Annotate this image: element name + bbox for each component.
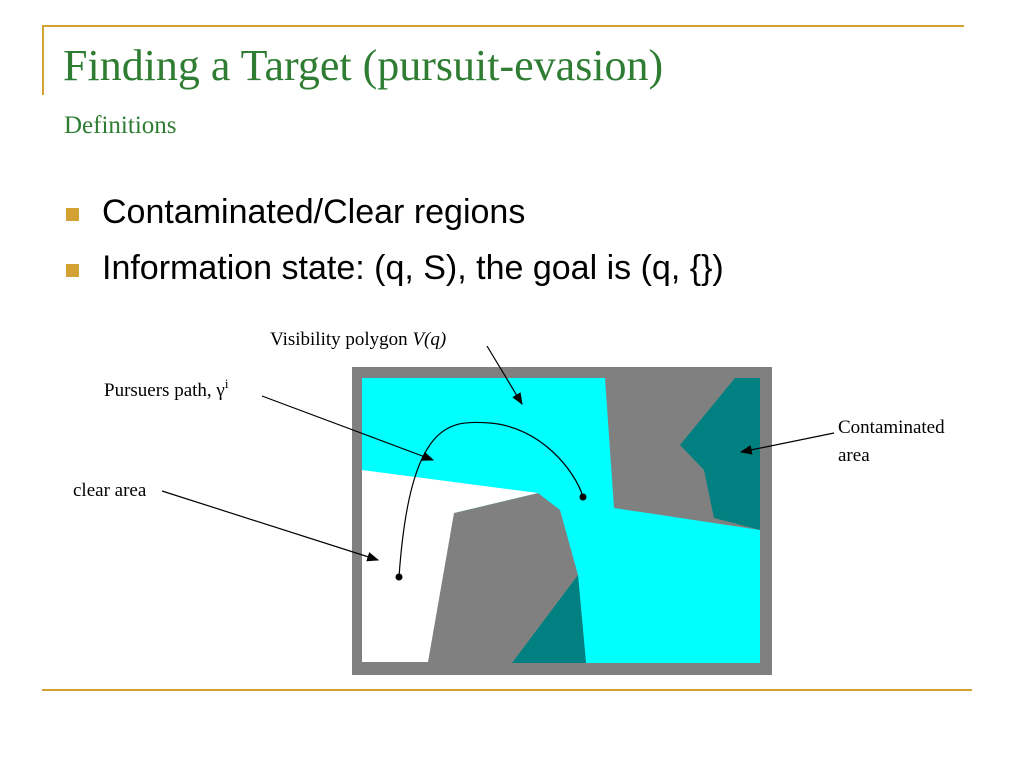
contaminated-area-label-line2: area [838, 445, 870, 466]
pursuers-path-arrow [261, 395, 435, 461]
bullet-item: Contaminated/Clear regions [64, 190, 724, 246]
contaminated-region [680, 378, 760, 530]
visibility-polygon-region [362, 378, 760, 663]
clear-area-arrow [161, 490, 380, 562]
bullet-list: Contaminated/Clear regions Information s… [64, 190, 724, 302]
pursuers-path-label: Pursuers path, γi [104, 376, 229, 401]
square-bullet-icon [66, 264, 79, 277]
bullet-item: Information state: (q, S), the goal is (… [64, 246, 724, 302]
pursuer-path-curve [398, 421, 584, 578]
slide-bottom-rule [42, 689, 972, 691]
bullet-text: Information state: (q, S), the goal is (… [102, 249, 724, 287]
contaminated-area-arrow [739, 432, 835, 455]
visibility-polygon-label: Visibility polygon V(q) [270, 329, 446, 350]
bullet-text: Contaminated/Clear regions [102, 193, 526, 231]
slide-subtitle: Definitions [64, 112, 177, 139]
pursuer-end-point [579, 493, 587, 501]
square-bullet-icon [66, 208, 79, 221]
pursuer-start-point [395, 573, 403, 581]
slide-title: Finding a Target (pursuit-evasion) [63, 41, 664, 90]
contaminated-region [512, 575, 586, 663]
visibility-polygon-arrow [486, 345, 523, 406]
slide-left-rule [42, 25, 44, 95]
clear-area-label: clear area [73, 480, 147, 501]
slide-top-rule [42, 25, 964, 27]
contaminated-area-label-line1: Contaminated [838, 417, 945, 438]
